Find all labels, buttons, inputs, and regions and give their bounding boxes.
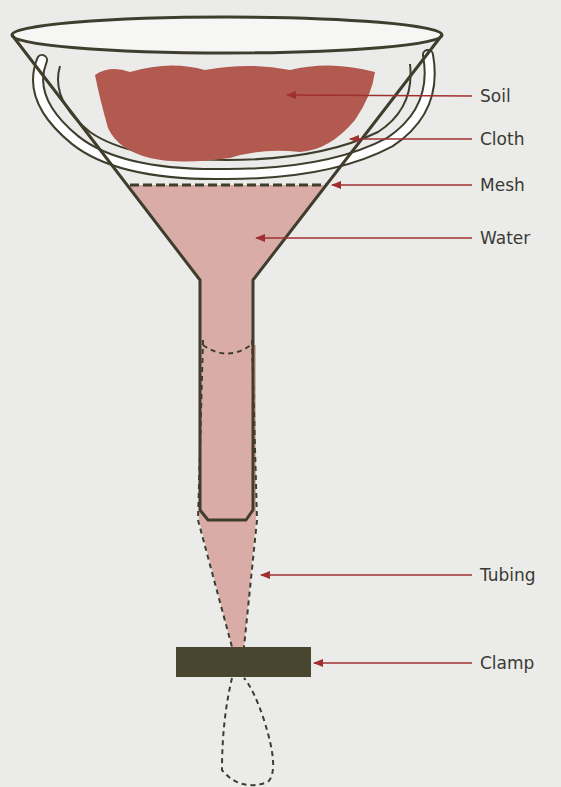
cloth-outline — [38, 55, 430, 174]
part-label: Mesh — [480, 175, 525, 195]
leader-arrow — [350, 138, 472, 140]
mesh — [130, 184, 326, 187]
water-fill — [127, 185, 326, 647]
tubing-loop — [222, 678, 273, 785]
part-label: Water — [480, 228, 530, 248]
soil — [95, 65, 375, 161]
part-label: Tubing — [480, 565, 536, 585]
leader-arrow — [261, 574, 472, 576]
leader-arrow — [332, 184, 472, 186]
leader-arrow — [256, 237, 472, 239]
tubing-end — [203, 345, 251, 354]
leader-arrow — [287, 95, 472, 96]
funnel-rim — [12, 17, 442, 53]
part-label: Cloth — [480, 129, 524, 149]
cloth — [38, 55, 430, 174]
part-label: Soil — [480, 86, 511, 106]
part-label: Clamp — [480, 653, 534, 673]
tubing — [198, 340, 257, 647]
funnel-body — [12, 35, 442, 520]
clamp — [176, 647, 311, 677]
leader-arrow — [314, 662, 472, 664]
